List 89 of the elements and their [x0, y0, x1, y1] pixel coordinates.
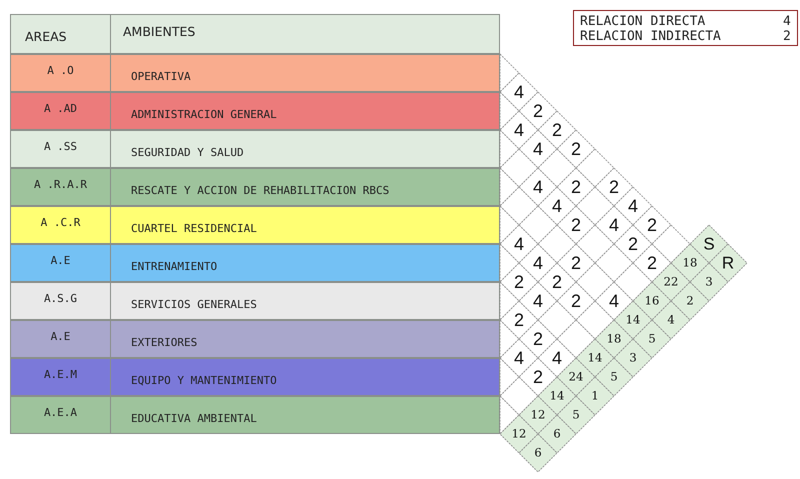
- table-row: [10, 130, 500, 168]
- area-code: A.E.A: [42, 406, 78, 419]
- area-code: A.E: [50, 254, 72, 267]
- legend-box: [573, 10, 798, 46]
- area-code: A .SS: [42, 140, 78, 153]
- environment-name: EDUCATIVA AMBIENTAL: [131, 412, 257, 425]
- rank-value: 5: [572, 409, 580, 421]
- rank-value: 5: [648, 333, 656, 345]
- relation-value: 4: [628, 197, 638, 215]
- relation-value: 4: [514, 235, 524, 253]
- table-header-row: [10, 14, 500, 54]
- relation-value: 2: [571, 178, 581, 196]
- relation-value: 4: [514, 121, 524, 139]
- environment-name: SERVICIOS GENERALES: [131, 298, 257, 311]
- column-header: R: [722, 254, 734, 272]
- column-header: S: [703, 236, 715, 252]
- relation-value: 2: [552, 121, 562, 139]
- relation-value: 2: [571, 292, 581, 310]
- rank-value: 3: [705, 276, 713, 288]
- table-row: [10, 244, 500, 282]
- column-header: AREAS: [25, 29, 67, 44]
- environment-name: CUARTEL RESIDENCIAL: [131, 222, 257, 235]
- sum-value: 16: [644, 295, 660, 307]
- sum-value: 14: [588, 352, 602, 364]
- rank-value: 5: [610, 371, 618, 383]
- environment-name: EQUIPO Y MANTENIMIENTO: [131, 374, 277, 387]
- table-row: [10, 206, 500, 244]
- relation-value: 4: [533, 140, 543, 158]
- sum-value: 14: [550, 390, 564, 402]
- rank-value: 3: [629, 352, 637, 364]
- sum-value: 18: [682, 257, 698, 269]
- relation-value: 2: [571, 216, 581, 234]
- relation-value: 4: [533, 254, 543, 272]
- area-code: A .C.R: [40, 216, 82, 229]
- table-row: [10, 358, 500, 396]
- legend-value: 2: [783, 29, 791, 44]
- sum-value: 12: [512, 428, 526, 440]
- environment-name: OPERATIVA: [131, 70, 191, 83]
- table-row: [10, 320, 500, 358]
- environment-name: SEGURIDAD Y SALUD: [131, 146, 244, 159]
- area-code: A.S.G: [42, 292, 78, 305]
- relation-value: 2: [571, 254, 581, 272]
- relation-value: 4: [609, 216, 619, 234]
- table-row: [10, 168, 500, 206]
- environment-name: ADMINISTRACION GENERAL: [131, 108, 277, 121]
- relation-value: 2: [609, 178, 619, 196]
- rank-value: 2: [686, 295, 694, 307]
- legend-value: 4: [783, 14, 791, 29]
- sum-value: 12: [530, 409, 546, 421]
- sum-value: 24: [568, 371, 584, 383]
- relation-value: 2: [628, 235, 638, 253]
- area-code: A .AD: [42, 102, 78, 115]
- relation-value: 2: [533, 368, 543, 386]
- environment-name: RESCATE Y ACCION DE REHABILITACION RBCS: [131, 184, 390, 197]
- area-code: A .O: [46, 64, 75, 77]
- sum-value: 22: [664, 276, 678, 288]
- table-row: [10, 282, 500, 320]
- table-row: [10, 396, 500, 434]
- relation-value: 2: [647, 254, 657, 272]
- sum-value: 18: [606, 333, 622, 345]
- environment-name: ENTRENAMIENTO: [131, 260, 218, 273]
- environment-name: EXTERIORES: [131, 336, 198, 349]
- legend-text: RELACION INDIRECTA: [580, 29, 721, 44]
- relation-value: 2: [552, 273, 562, 291]
- area-code: A.E: [50, 330, 72, 343]
- relation-value: 2: [514, 311, 524, 329]
- relation-value: 4: [533, 292, 543, 310]
- relation-value: 2: [571, 140, 581, 158]
- relation-value: 2: [647, 216, 657, 234]
- relation-value: 4: [514, 83, 524, 101]
- rank-value: 1: [591, 390, 599, 402]
- relation-value: 4: [514, 349, 524, 367]
- rank-value: 6: [534, 447, 542, 459]
- relation-value: 4: [533, 178, 543, 196]
- relation-value: 4: [552, 197, 562, 215]
- area-code: A.E.M: [42, 368, 78, 381]
- table-row: [10, 92, 500, 130]
- legend-text: RELACION DIRECTA: [580, 14, 706, 29]
- table-row: [10, 54, 500, 92]
- relation-value: 2: [514, 273, 524, 291]
- area-code: A .R.A.R: [33, 178, 88, 191]
- relation-value: 4: [609, 292, 619, 310]
- sum-value: 14: [626, 314, 640, 326]
- relation-value: 4: [552, 349, 562, 367]
- relation-value: 2: [533, 102, 543, 120]
- rank-value: 4: [667, 314, 675, 326]
- column-header: AMBIENTES: [123, 24, 196, 39]
- relation-value: 2: [533, 330, 543, 348]
- rank-value: 6: [553, 428, 561, 440]
